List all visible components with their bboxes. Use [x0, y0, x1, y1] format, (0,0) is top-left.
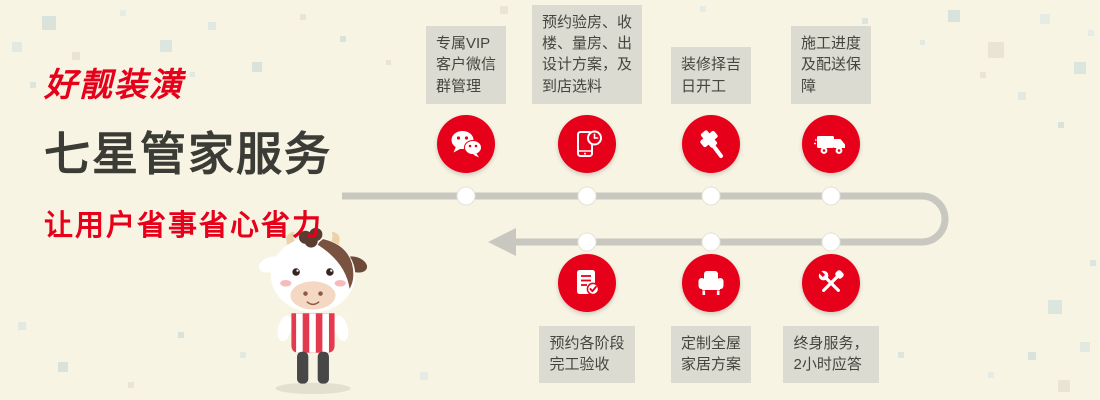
deco-square: [1058, 122, 1064, 128]
timeline-dot: [821, 232, 841, 252]
deco-square: [700, 6, 706, 12]
timeline-dot: [577, 232, 597, 252]
deco-square: [128, 382, 134, 388]
arrow-head: [488, 228, 516, 256]
deco-square: [30, 82, 36, 88]
deco-square: [948, 10, 960, 22]
deco-square: [500, 6, 508, 14]
deco-square: [208, 22, 216, 30]
step-stage-acceptance: 预约各阶段 完工验收: [512, 254, 662, 383]
deco-square: [1028, 352, 1036, 360]
deco-square: [190, 72, 195, 77]
deco-square: [920, 40, 925, 45]
step-vip-wechat-group: 专属VIP 客户微信 群管理: [391, 0, 541, 173]
deco-square: [72, 52, 80, 60]
deco-square: [42, 16, 56, 30]
timeline-dot: [577, 186, 597, 206]
step-label: 装修择吉 日开工: [670, 47, 751, 104]
step-lifetime-service: 终身服务， 2小时应答: [756, 254, 906, 383]
deco-square: [92, 92, 98, 98]
phone-clock-icon: [558, 115, 616, 173]
deco-square: [980, 72, 986, 78]
deco-square: [120, 10, 126, 16]
deco-square: [1048, 300, 1062, 314]
deco-square: [988, 372, 994, 378]
deco-square: [1090, 260, 1096, 266]
deco-square: [1018, 92, 1026, 100]
truck-icon: [802, 115, 860, 173]
deco-square: [386, 60, 391, 65]
deco-square: [240, 352, 246, 358]
mascot-cow: [258, 227, 368, 394]
wechat-icon: [437, 115, 495, 173]
deco-square: [1040, 14, 1050, 24]
step-label: 定制全屋 家居方案: [670, 326, 751, 383]
subtitle: 让用户省事省心省力: [44, 210, 324, 242]
deco-square: [12, 42, 22, 52]
tools-icon: [802, 254, 860, 312]
deco-square: [1074, 62, 1086, 74]
deco-square: [18, 322, 26, 330]
brand-name: 好靓装潢: [44, 66, 184, 103]
step-label: 预约各阶段 完工验收: [539, 326, 635, 383]
timeline-dot: [456, 186, 476, 206]
deco-square: [340, 36, 346, 42]
step-label: 专属VIP 客户微信 群管理: [425, 26, 506, 104]
deco-square: [1058, 380, 1070, 392]
step-label: 预约验房、收 楼、量房、出 设计方案，及 到店选料: [531, 4, 642, 104]
step-label: 终身服务， 2小时应答: [783, 326, 879, 383]
step-progress-delivery: 施工进度 及配送保 障: [756, 0, 906, 173]
deco-square: [862, 18, 868, 24]
step-appointment-survey: 预约验房、收 楼、量房、出 设计方案，及 到店选料: [512, 0, 662, 173]
timeline-dot: [701, 232, 721, 252]
deco-square: [160, 40, 172, 52]
step-auspicious-start: 装修择吉 日开工: [636, 0, 786, 173]
deco-square: [420, 372, 428, 380]
sofa-icon: [682, 254, 740, 312]
checklist-icon: [558, 254, 616, 312]
title-block: 好靓装潢 七星管家服务 让用户省事省心省力: [44, 58, 332, 244]
deco-square: [1088, 30, 1094, 36]
deco-square: [898, 352, 904, 358]
deco-square: [178, 332, 184, 338]
deco-square: [300, 14, 306, 20]
page-title: 七星管家服务: [44, 128, 332, 180]
step-whole-house-plan: 定制全屋 家居方案: [636, 254, 786, 383]
step-label: 施工进度 及配送保 障: [790, 26, 871, 104]
gavel-icon: [682, 115, 740, 173]
deco-square: [58, 362, 68, 372]
deco-square: [1080, 342, 1090, 352]
timeline-dot: [821, 186, 841, 206]
deco-square: [252, 62, 262, 72]
deco-square: [988, 42, 1004, 58]
timeline-dot: [701, 186, 721, 206]
